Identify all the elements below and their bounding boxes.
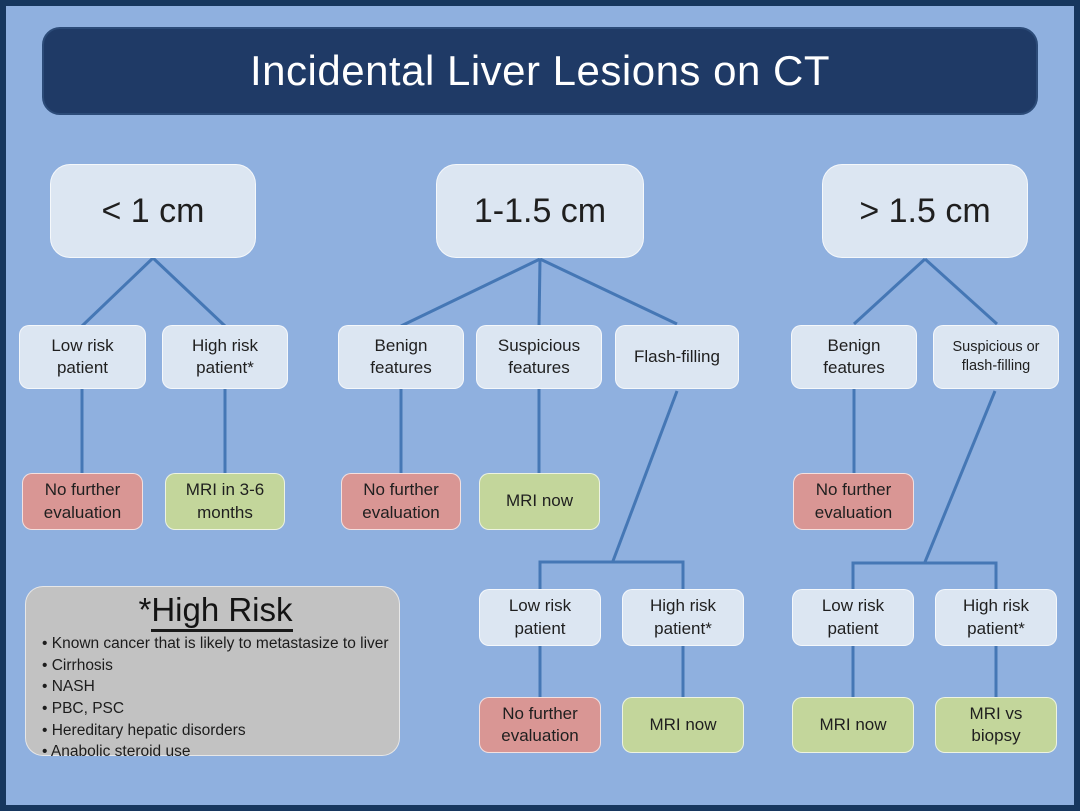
col2-node-low-risk-patient: Low risk patient bbox=[479, 589, 601, 646]
node-size-under-1cm: < 1 cm bbox=[50, 164, 256, 258]
col1-node-high-risk-patient: High risk patient* bbox=[162, 325, 288, 389]
high-risk-bullet: NASH bbox=[42, 676, 389, 698]
high-risk-legend-title-text: High Risk bbox=[151, 591, 293, 632]
col2-node-flash-filling: Flash-filling bbox=[615, 325, 739, 389]
high-risk-bullet: Known cancer that is likely to metastasi… bbox=[42, 633, 389, 655]
col2-node-high-risk-patient: High risk patient* bbox=[622, 589, 744, 646]
col2-final-mri-now: MRI now bbox=[622, 697, 744, 753]
col3-final-mri-vs-biopsy: MRI vs biopsy bbox=[935, 697, 1057, 753]
col2-outcome-mri-now: MRI now bbox=[479, 473, 600, 530]
col1-node-low-risk-patient: Low risk patient bbox=[19, 325, 146, 389]
col3-node-high-risk-patient: High risk patient* bbox=[935, 589, 1057, 646]
high-risk-legend-title: *High Risk bbox=[42, 591, 389, 632]
high-risk-bullet: Anabolic steroid use bbox=[42, 741, 389, 763]
high-risk-bullet: Hereditary hepatic disorders bbox=[42, 720, 389, 742]
high-risk-legend: *High Risk Known cancer that is likely t… bbox=[25, 586, 400, 760]
high-risk-bullet: Cirrhosis bbox=[42, 655, 389, 677]
col1-outcome-mri-3-6-months: MRI in 3-6 months bbox=[165, 473, 285, 530]
col2-final-no-further-evaluation: No further evaluation bbox=[479, 697, 601, 753]
col1-outcome-no-further-evaluation: No further evaluation bbox=[22, 473, 143, 530]
col3-outcome-no-further-evaluation: No further evaluation bbox=[793, 473, 914, 530]
node-size-1-to-1-5cm: 1-1.5 cm bbox=[436, 164, 644, 258]
col3-final-mri-now: MRI now bbox=[792, 697, 914, 753]
asterisk-marker: * bbox=[138, 591, 152, 628]
high-risk-bullet-list: Known cancer that is likely to metastasi… bbox=[42, 633, 389, 763]
page-title: Incidental Liver Lesions on CT bbox=[42, 27, 1038, 115]
col3-node-low-risk-patient: Low risk patient bbox=[792, 589, 914, 646]
col3-node-benign-features: Benign features bbox=[791, 325, 917, 389]
col2-outcome-no-further-evaluation: No further evaluation bbox=[341, 473, 461, 530]
col3-node-suspicious-or-flash-filling: Suspicious or flash-filling bbox=[933, 325, 1059, 389]
high-risk-bullet: PBC, PSC bbox=[42, 698, 389, 720]
col2-node-benign-features: Benign features bbox=[338, 325, 464, 389]
node-size-over-1-5cm: > 1.5 cm bbox=[822, 164, 1028, 258]
col2-node-suspicious-features: Suspicious features bbox=[476, 325, 602, 389]
